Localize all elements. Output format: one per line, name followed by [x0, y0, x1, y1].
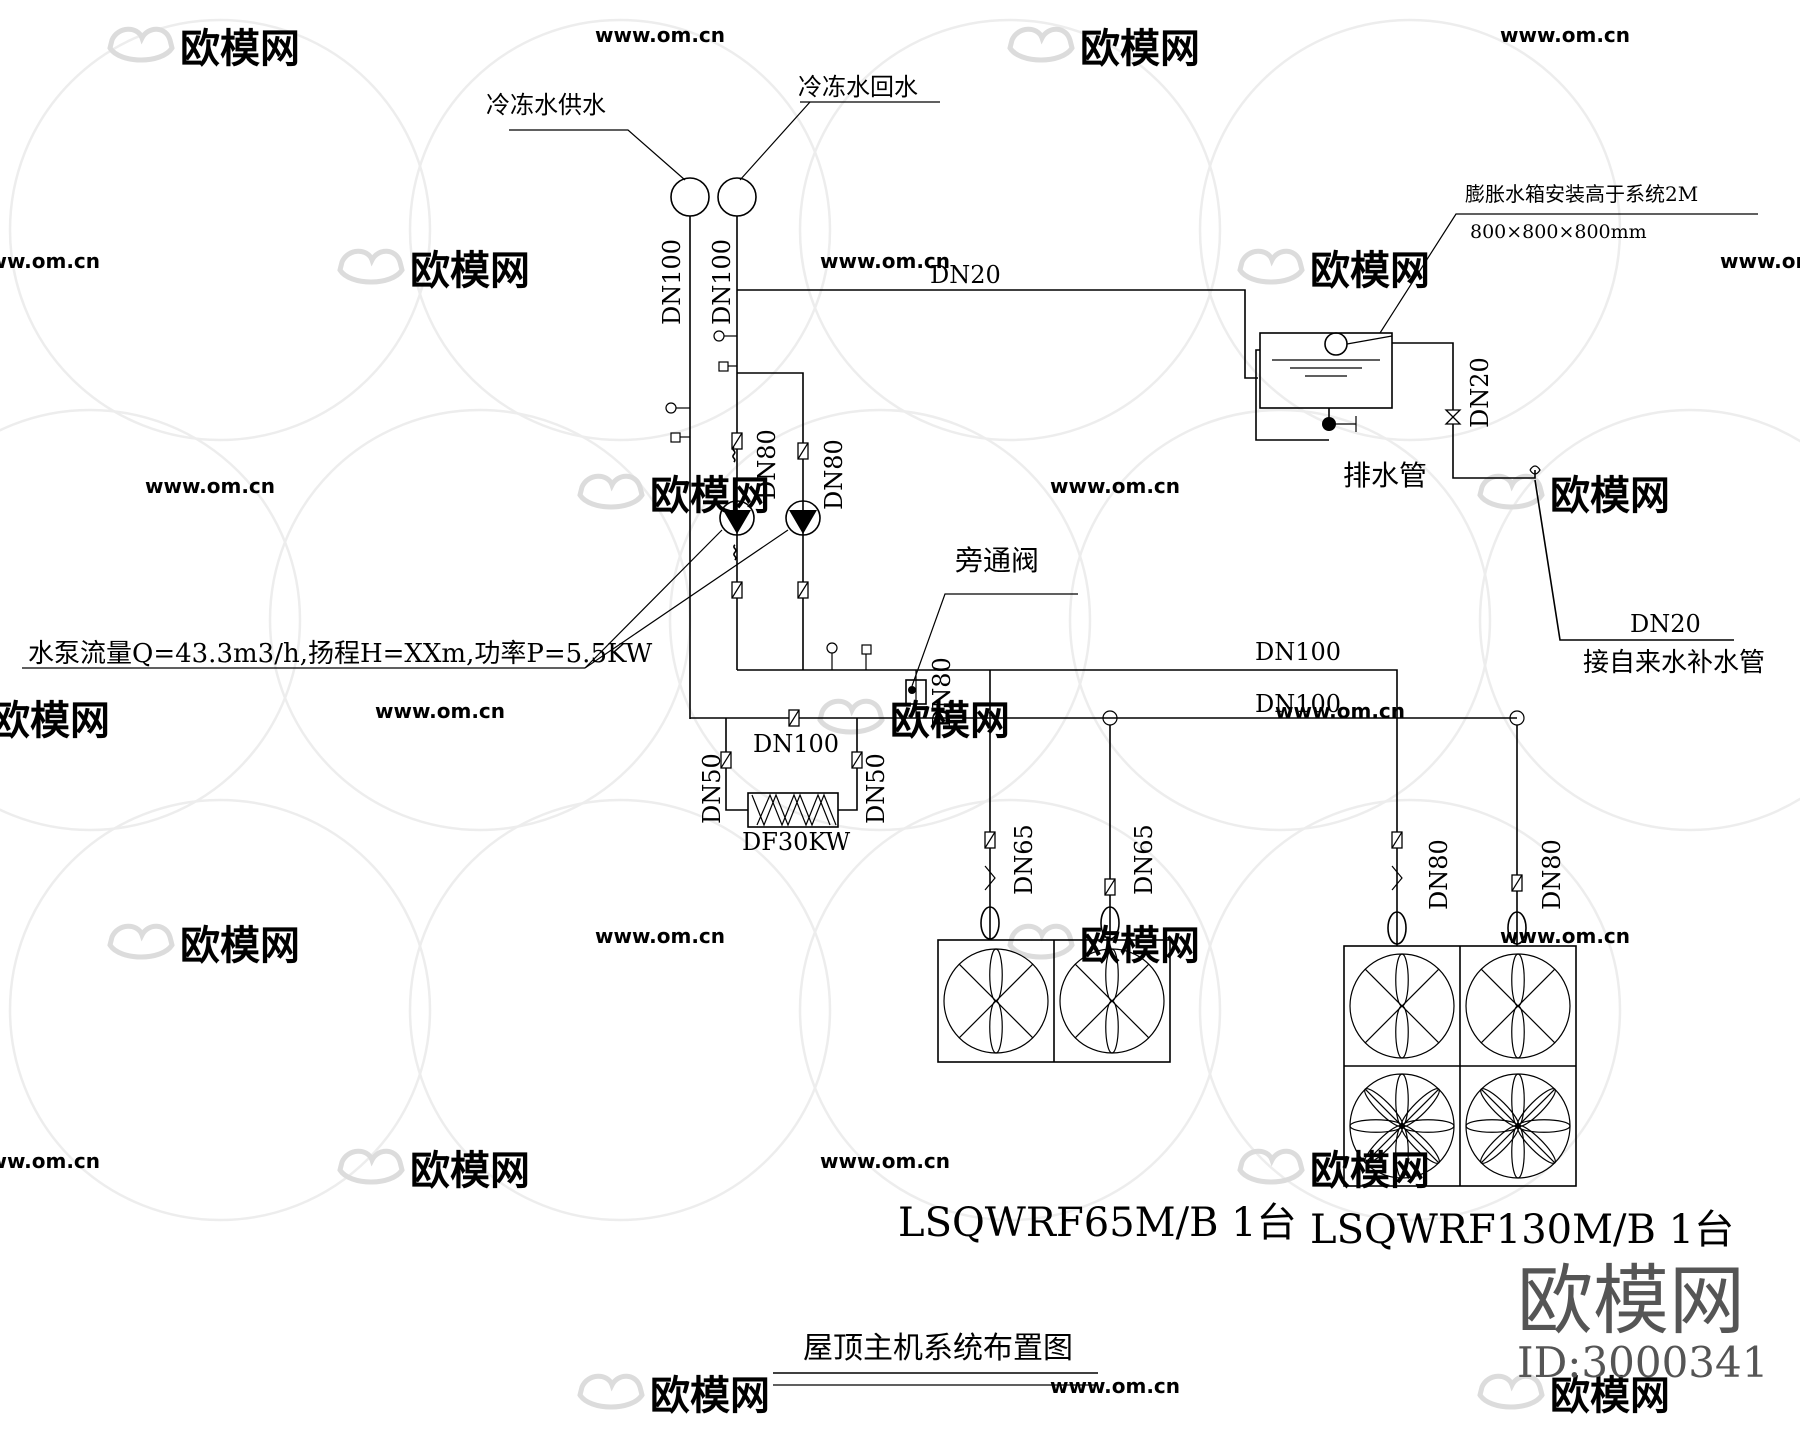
pump-branches: ⌇ ⌇ DN80 DN80 水泵流量Q=43.3m3/h,扬程H=XXm,功率P…	[22, 372, 848, 670]
brand-logo: 欧模网 ID:3000341	[1517, 1256, 1768, 1387]
watermark-brand: 欧模网	[0, 698, 110, 744]
watermark-site: www.om.cn	[595, 23, 725, 47]
bypass-dn: DN80	[928, 657, 956, 728]
fan-icon	[943, 948, 1049, 1054]
tank-out-dn: DN20	[1466, 357, 1494, 428]
unit2-b-dn: DN80	[1538, 839, 1566, 910]
distribution: DN100 旁通阀 DN80 DN100 DF30KW DN50 DN50	[690, 544, 1525, 856]
heater-in-dn: DN50	[698, 753, 726, 824]
watermark-brand: 欧模网	[1310, 248, 1430, 294]
supply-header-symbol	[670, 177, 710, 217]
brand-id: ID:3000341	[1517, 1338, 1768, 1387]
brand-logo-text: 欧模网	[1517, 1256, 1745, 1345]
svg-text:⌇: ⌇	[730, 541, 740, 565]
fan-icon	[1349, 953, 1455, 1059]
watermark-site: www.om.cn	[0, 1149, 100, 1173]
watermark-site: www.om.cn	[820, 1149, 950, 1173]
float-ball-icon	[1324, 332, 1348, 356]
return-header-symbol	[717, 177, 757, 217]
pump-1: ⌇ ⌇	[719, 432, 755, 599]
svg-text:⌇: ⌇	[729, 443, 739, 467]
watermark-site: www.om.cn	[1275, 699, 1405, 723]
supply-label: 冷冻水供水	[486, 91, 606, 119]
watermark-site: www.om.cn	[1050, 474, 1180, 498]
watermark-brand: 欧模网	[1080, 26, 1200, 72]
unit-small	[937, 939, 1171, 1063]
gauge-icon	[713, 330, 737, 372]
watermark-site: www.om.cn	[0, 249, 100, 273]
header-top-dn: DN100	[1255, 638, 1341, 666]
watermark-site: www.om.cn	[820, 249, 950, 273]
watermark-brand: 欧模网	[1310, 1148, 1430, 1194]
pump2-dn: DN80	[820, 439, 848, 510]
watermark-site: www.om.cn	[595, 924, 725, 948]
fan-icon	[1059, 948, 1165, 1054]
watermark-site: www.om.cn	[1500, 23, 1630, 47]
main-headers: 冷冻水供水 冷冻水回水 DN100 DN100	[486, 73, 940, 719]
unit-small-label: LSQWRF65M/B 1台	[898, 1200, 1297, 1246]
header-bottom-dn: DN100	[1255, 690, 1341, 718]
unit1-b-dn: DN65	[1130, 824, 1158, 895]
expansion-dn: DN20	[930, 261, 1001, 289]
expansion-branch: DN20 膨胀水箱安装高于系统2M 800×800×800mm 排水管 DN20…	[737, 182, 1765, 678]
expansion-tank	[1259, 332, 1393, 409]
watermark-brand: 欧模网	[1080, 923, 1200, 969]
pump1-dn: DN80	[753, 429, 781, 500]
supply-main-dn: DN100	[658, 239, 686, 325]
return-main-dn: DN100	[708, 239, 736, 325]
heater-line-dn: DN100	[753, 730, 839, 758]
watermark-layer: 欧模网 欧模网 欧模网 欧模网 欧模网 欧模网 欧模网 欧模网 欧模网 欧模网 …	[0, 18, 1800, 1419]
watermark-site: www.om.cn	[145, 474, 275, 498]
bypass-label: 旁通阀	[955, 544, 1039, 577]
drain-label: 排水管	[1343, 459, 1427, 492]
watermark-site: www.om.cn	[1050, 1374, 1180, 1398]
unit-large	[1343, 945, 1577, 1187]
fan-icon	[1465, 1073, 1571, 1179]
watermark-site: www.om.cn	[1720, 249, 1800, 273]
electric-heater	[747, 792, 839, 828]
watermark-site: www.om.cn	[375, 699, 505, 723]
tank-note: 膨胀水箱安装高于系统2M	[1465, 182, 1698, 206]
gauge-icon	[665, 402, 690, 443]
fan-icon	[1465, 953, 1571, 1059]
watermark-site: www.om.cn	[1500, 924, 1630, 948]
heater-out-dn: DN50	[862, 753, 890, 824]
unit-branches: DN65 DN65 DN80 DN80	[980, 670, 1566, 946]
watermark-brand: 欧模网	[1550, 473, 1670, 519]
unit-large-label: LSQWRF130M/B 1台	[1310, 1207, 1734, 1253]
watermark-brand: 欧模网	[650, 1373, 770, 1419]
bypass-valve	[905, 670, 927, 718]
gate-valve-icon	[1444, 409, 1462, 425]
return-label: 冷冻水回水	[798, 73, 918, 101]
title: 屋顶主机系统布置图	[803, 1331, 1073, 1366]
fan-icon	[1349, 1073, 1455, 1179]
heater-label: DF30KW	[742, 828, 851, 856]
makeup-label: 接自来水补水管	[1583, 648, 1765, 678]
unit1-a-dn: DN65	[1010, 824, 1038, 895]
tank-size: 800×800×800mm	[1470, 221, 1647, 243]
watermark-brand: 欧模网	[410, 1148, 530, 1194]
unit2-a-dn: DN80	[1425, 839, 1453, 910]
watermark-brand: 欧模网	[650, 473, 770, 519]
watermark-brand: 欧模网	[410, 248, 530, 294]
pump-spec: 水泵流量Q=43.3m3/h,扬程H=XXm,功率P=5.5KW	[28, 639, 652, 669]
watermark-brand: 欧模网	[180, 26, 300, 72]
makeup-dn: DN20	[1630, 610, 1701, 638]
pump-2	[785, 442, 821, 599]
watermark-brand: 欧模网	[1550, 1373, 1670, 1419]
watermark-brand: 欧模网	[180, 923, 300, 969]
drawing-title: 屋顶主机系统布置图	[773, 1331, 1098, 1386]
